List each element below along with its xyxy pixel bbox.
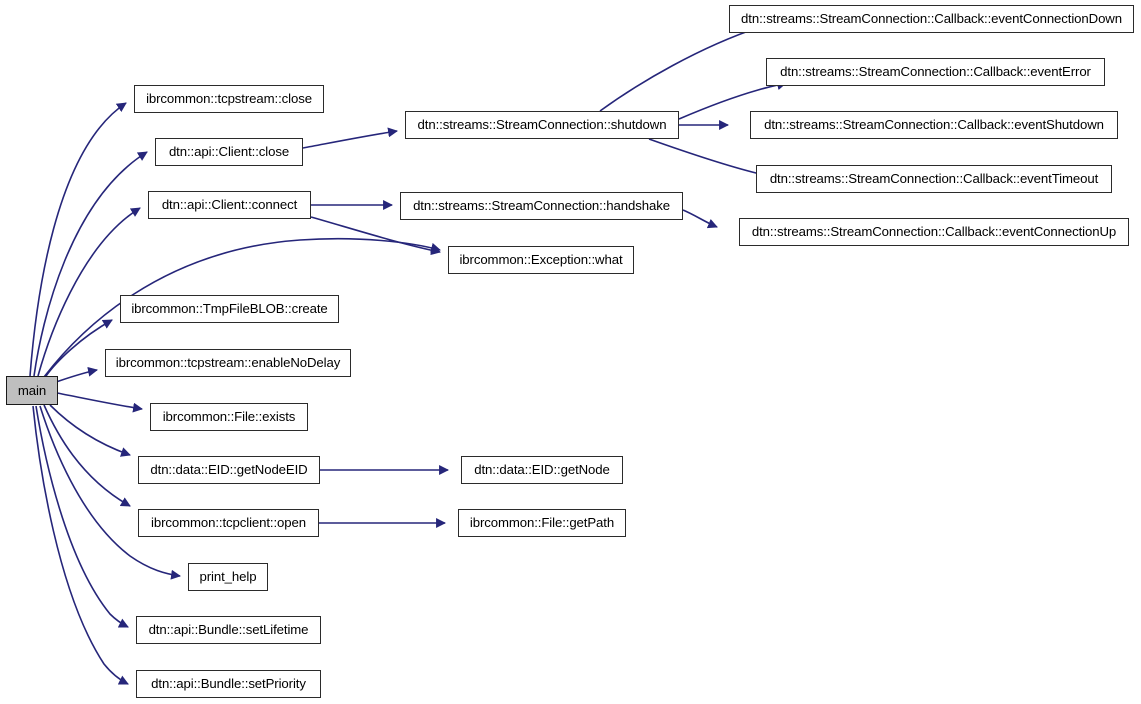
graph-node-shutdown[interactable]: dtn::streams::StreamConnection::shutdown bbox=[405, 111, 679, 139]
graph-node-getnodeeid[interactable]: dtn::data::EID::getNodeEID bbox=[138, 456, 320, 484]
graph-edge bbox=[43, 404, 131, 507]
graph-node-label: ibrcommon::File::getPath bbox=[469, 515, 615, 531]
graph-node-print_help[interactable]: print_help bbox=[188, 563, 268, 591]
graph-node-label: main bbox=[17, 382, 47, 398]
graph-node-eid_getnode[interactable]: dtn::data::EID::getNode bbox=[461, 456, 623, 484]
graph-node-ev_timeout[interactable]: dtn::streams::StreamConnection::Callback… bbox=[756, 165, 1112, 193]
graph-node-main[interactable]: main bbox=[6, 376, 58, 405]
graph-node-label: dtn::streams::StreamConnection::Callback… bbox=[751, 224, 1117, 240]
graph-edge bbox=[49, 404, 131, 457]
graph-node-tcpclient_open[interactable]: ibrcommon::tcpclient::open bbox=[138, 509, 319, 537]
graph-node-ev_shutdown[interactable]: dtn::streams::StreamConnection::Callback… bbox=[750, 111, 1118, 139]
graph-node-file_getpath[interactable]: ibrcommon::File::getPath bbox=[458, 509, 626, 537]
graph-edge bbox=[29, 102, 127, 377]
graph-node-label: dtn::api::Bundle::setLifetime bbox=[148, 622, 309, 638]
graph-node-tmpfileblob[interactable]: ibrcommon::TmpFileBLOB::create bbox=[120, 295, 339, 323]
graph-node-label: dtn::streams::StreamConnection::shutdown bbox=[417, 117, 667, 133]
graph-node-handshake[interactable]: dtn::streams::StreamConnection::handshak… bbox=[400, 192, 683, 220]
graph-node-file_exists[interactable]: ibrcommon::File::exists bbox=[150, 403, 308, 431]
graph-node-ev_error[interactable]: dtn::streams::StreamConnection::Callback… bbox=[766, 58, 1105, 86]
graph-edge bbox=[599, 17, 782, 112]
graph-edge bbox=[56, 392, 143, 413]
graph-node-label: dtn::data::EID::getNode bbox=[474, 462, 610, 478]
graph-node-label: dtn::api::Bundle::setPriority bbox=[151, 676, 306, 692]
graph-node-label: ibrcommon::TmpFileBLOB::create bbox=[131, 301, 328, 317]
graph-edge bbox=[35, 405, 129, 628]
graph-node-label: dtn::streams::StreamConnection::handshak… bbox=[413, 198, 670, 214]
graph-node-label: dtn::streams::StreamConnection::Callback… bbox=[764, 117, 1104, 133]
graph-edge bbox=[33, 151, 148, 377]
graph-node-setlifetime[interactable]: dtn::api::Bundle::setLifetime bbox=[136, 616, 321, 644]
graph-node-enablenodelay[interactable]: ibrcommon::tcpstream::enableNoDelay bbox=[105, 349, 351, 377]
graph-edge bbox=[682, 209, 718, 229]
graph-node-tcpstream_close[interactable]: ibrcommon::tcpstream::close bbox=[134, 85, 324, 113]
graph-node-label: dtn::data::EID::getNodeEID bbox=[150, 462, 308, 478]
graph-edge bbox=[648, 138, 773, 180]
graph-node-label: ibrcommon::Exception::what bbox=[459, 252, 623, 268]
graph-node-client_close[interactable]: dtn::api::Client::close bbox=[155, 138, 303, 166]
graph-node-setpriority[interactable]: dtn::api::Bundle::setPriority bbox=[136, 670, 321, 698]
graph-edge bbox=[302, 127, 398, 149]
graph-node-label: dtn::api::Client::close bbox=[168, 144, 290, 160]
graph-edge bbox=[310, 216, 441, 256]
graph-node-label: ibrcommon::tcpclient::open bbox=[151, 515, 306, 531]
graph-node-label: ibrcommon::tcpstream::close bbox=[146, 91, 312, 107]
graph-node-ev_conn_up[interactable]: dtn::streams::StreamConnection::Callback… bbox=[739, 218, 1129, 246]
graph-edge bbox=[55, 366, 98, 383]
graph-node-label: dtn::streams::StreamConnection::Callback… bbox=[769, 171, 1099, 187]
graph-node-label: dtn::api::Client::connect bbox=[161, 197, 298, 213]
graph-node-ev_conn_down[interactable]: dtn::streams::StreamConnection::Callback… bbox=[729, 5, 1134, 33]
graph-node-label: print_help bbox=[199, 569, 257, 585]
graph-node-label: ibrcommon::File::exists bbox=[162, 409, 296, 425]
graph-node-label: dtn::streams::StreamConnection::Callback… bbox=[741, 11, 1122, 27]
graph-node-label: ibrcommon::tcpstream::enableNoDelay bbox=[115, 355, 341, 371]
graph-node-label: dtn::streams::StreamConnection::Callback… bbox=[780, 64, 1091, 80]
graph-node-client_connect[interactable]: dtn::api::Client::connect bbox=[148, 191, 311, 219]
graph-node-exception_what[interactable]: ibrcommon::Exception::what bbox=[448, 246, 634, 274]
graph-edge bbox=[39, 405, 181, 580]
graph-edge bbox=[32, 405, 129, 685]
graph-edge bbox=[45, 319, 113, 377]
